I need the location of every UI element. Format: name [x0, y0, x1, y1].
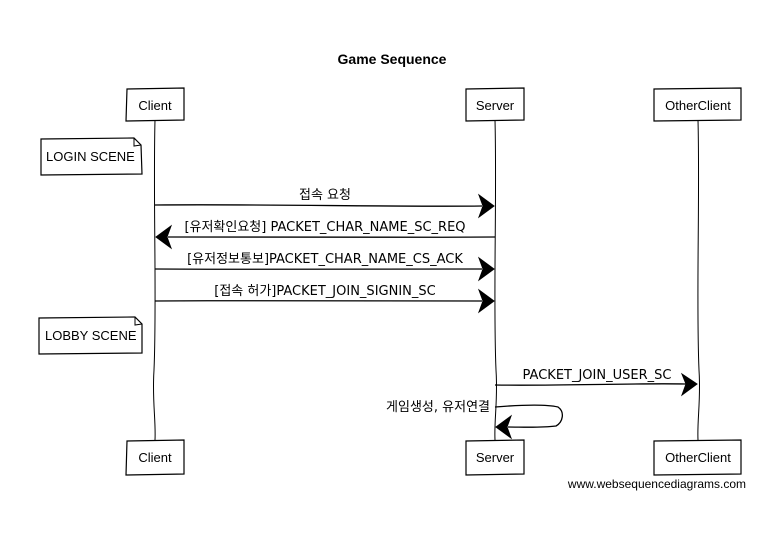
- client-lifeline: [152, 119, 156, 441]
- message-char-name-req: [유저확인요청] PACKET_CHAR_NAME_SC_REQ: [155, 220, 496, 250]
- note-login-label: LOGIN SCENE: [46, 149, 135, 164]
- message-3-label: [유저정보통보]PACKET_CHAR_NAME_CS_ACK: [187, 252, 463, 267]
- participant-client-top: Client: [125, 87, 185, 122]
- message-1-label: 접속 요청: [299, 188, 351, 203]
- message-char-name-ack: [유저정보통보]PACKET_CHAR_NAME_CS_ACK: [154, 252, 495, 282]
- message-2-label: [유저확인요청] PACKET_CHAR_NAME_SC_REQ: [184, 220, 465, 235]
- message-4-label: [접속 허가]PACKET_JOIN_SIGNIN_SC: [214, 284, 435, 299]
- participant-server-bottom-label: Server: [476, 450, 515, 465]
- participant-otherclient-bottom-label: OtherClient: [665, 450, 731, 465]
- participant-client-bottom: Client: [125, 439, 185, 476]
- message-6-label: 게임생성, 유저연결: [386, 400, 490, 415]
- message-5-label: PACKET_JOIN_USER_SC: [523, 368, 672, 383]
- participant-otherclient-top: OtherClient: [653, 87, 742, 122]
- note-lobby-label: LOBBY SCENE: [45, 328, 137, 343]
- participant-otherclient-bottom: OtherClient: [653, 439, 742, 476]
- participant-client-label: Client: [138, 98, 172, 113]
- participant-server-top: Server: [465, 87, 525, 122]
- diagram-title: Game Sequence: [338, 51, 447, 67]
- credit-link[interactable]: www.websequencediagrams.com: [567, 477, 746, 491]
- server-lifeline: [494, 119, 498, 441]
- note-lobby-scene: LOBBY SCENE: [38, 316, 143, 355]
- participant-server-label: Server: [476, 98, 515, 113]
- otherclient-lifeline: [697, 119, 701, 441]
- note-login-scene: LOGIN SCENE: [40, 137, 143, 176]
- participant-otherclient-label: OtherClient: [665, 98, 731, 113]
- message-connect-request: 접속 요청: [154, 188, 495, 219]
- message-game-create-self: 게임생성, 유저연결: [386, 400, 563, 440]
- message-join-signin: [접속 허가]PACKET_JOIN_SIGNIN_SC: [154, 284, 495, 314]
- participant-server-bottom: Server: [465, 439, 525, 476]
- participant-client-bottom-label: Client: [138, 450, 172, 465]
- message-join-user: PACKET_JOIN_USER_SC: [494, 368, 698, 397]
